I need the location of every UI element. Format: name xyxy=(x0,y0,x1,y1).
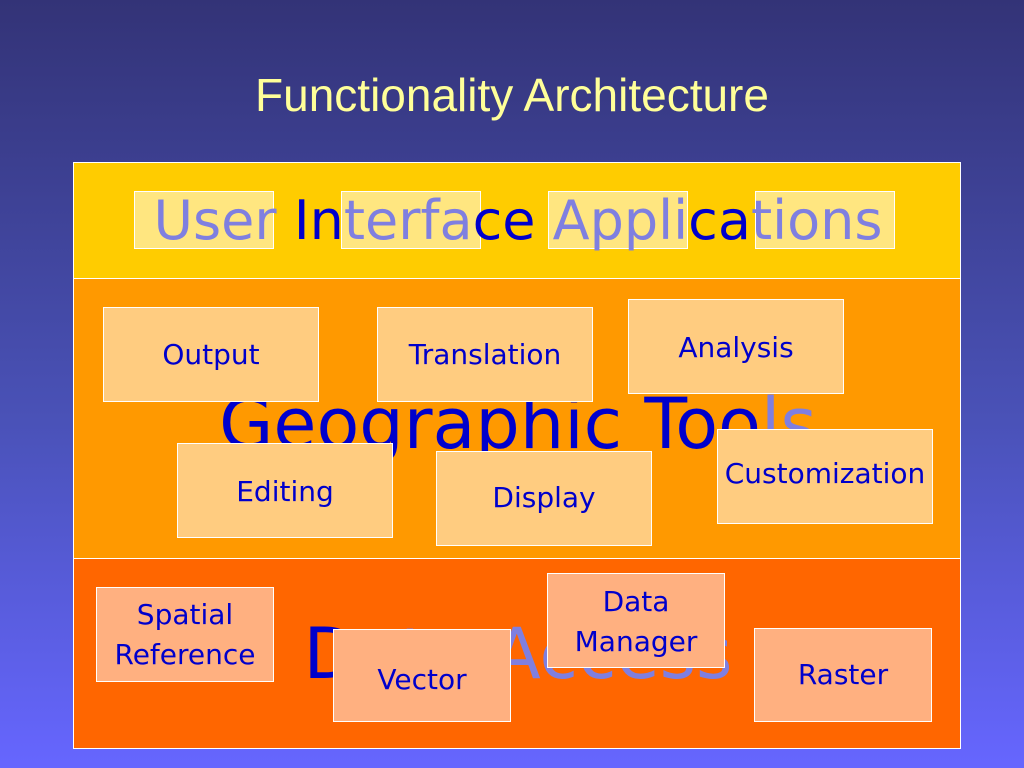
spatial-reference-box: Spatial Reference xyxy=(96,587,274,682)
display-box: Display xyxy=(436,451,652,546)
vector-box: Vector xyxy=(333,629,511,722)
customization-box: Customization xyxy=(717,429,933,524)
editing-label: Editing xyxy=(236,475,334,508)
raster-label: Raster xyxy=(797,658,889,691)
vector-label: Vector xyxy=(377,663,467,696)
user-interface-label: User Interface Applications xyxy=(74,163,962,279)
display-label: Display xyxy=(492,481,596,514)
architecture-diagram: User Interface Applications Geographic T… xyxy=(73,162,961,749)
geographic-tools-layer: Geographic Tools Output Translation Anal… xyxy=(74,279,960,559)
ui-fragment-box xyxy=(755,191,895,249)
customization-label: Customization xyxy=(724,457,926,490)
spatial-reference-label-line2: Reference xyxy=(114,637,256,671)
ui-label-fragment: User xyxy=(153,189,277,252)
ui-label-fragment: ce xyxy=(472,189,553,252)
data-access-layer: Data Access Spatial Reference Vector Dat… xyxy=(74,559,960,748)
ui-label-fragment: In xyxy=(293,189,344,252)
data-manager-label-line2: Manager xyxy=(574,625,698,658)
ui-fragment-box xyxy=(134,191,274,249)
translation-box: Translation xyxy=(377,307,593,402)
ui-fragment-box xyxy=(548,191,688,249)
analysis-label: Analysis xyxy=(678,331,794,364)
ui-fragment-box xyxy=(341,191,481,249)
user-interface-layer: User Interface Applications xyxy=(74,163,960,279)
output-label: Output xyxy=(162,337,260,371)
analysis-box: Analysis xyxy=(628,299,844,394)
ui-label-fragment: terfa xyxy=(343,189,473,252)
spatial-reference-label-line1: Spatial xyxy=(136,597,234,631)
slide-title: Functionality Architecture xyxy=(255,69,769,121)
data-manager-box: Data Manager xyxy=(547,573,725,668)
ui-label-fragment: ca xyxy=(688,189,751,252)
ui-label-fragment xyxy=(277,189,294,252)
output-box: Output xyxy=(103,307,319,402)
ui-label-fragment: Appli xyxy=(552,189,689,252)
editing-box: Editing xyxy=(177,443,393,538)
raster-box: Raster xyxy=(754,628,932,722)
translation-label: Translation xyxy=(408,337,562,371)
data-manager-label-line1: Data xyxy=(602,585,670,618)
ui-label-fragment: tions xyxy=(750,189,883,252)
